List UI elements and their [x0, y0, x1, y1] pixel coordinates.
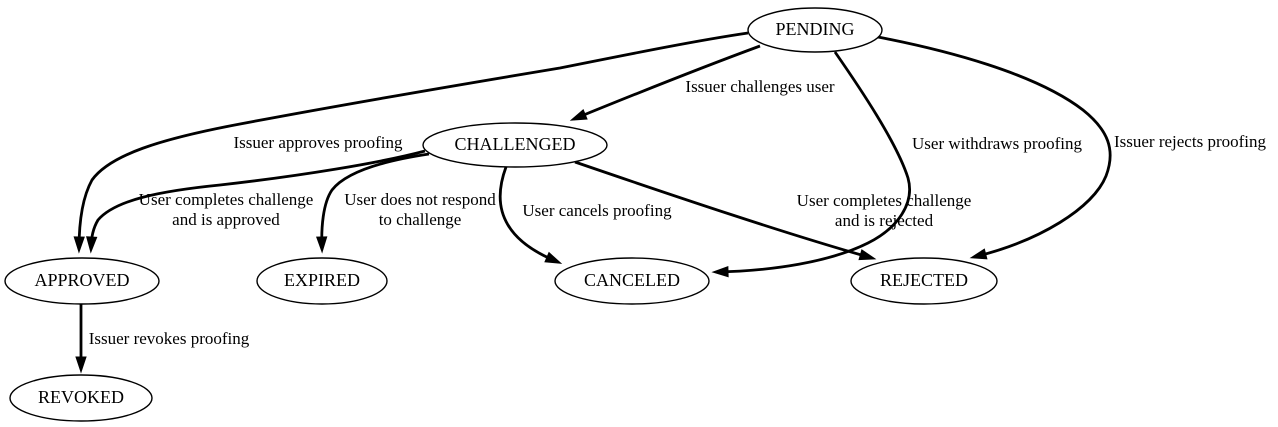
edge-label-pending-canceled: User withdraws proofing	[912, 134, 1082, 153]
edge-label-challenged-expired-line1: User does not respond	[344, 190, 496, 209]
edge-pending-challenged: Issuer challenges user	[569, 44, 835, 121]
edge-label-approved-revoked: Issuer revokes proofing	[89, 329, 250, 348]
arrowhead-pending-canceled	[711, 265, 729, 278]
arrowhead-pending-challenged	[569, 109, 588, 121]
arrowhead-pending-rejected	[969, 248, 988, 260]
edge-pending-canceled: User withdraws proofing	[711, 51, 1082, 278]
node-label-challenged: CHALLENGED	[455, 134, 576, 154]
edge-line-challenged-rejected	[574, 160, 873, 260]
edge-line-challenged-approved	[89, 149, 426, 250]
edge-label-challenged-approved-line2: and is approved	[172, 210, 280, 229]
edge-line-challenged-expired	[320, 152, 430, 250]
node-ellipse-approved	[4, 257, 160, 305]
node-expired: EXPIRED	[256, 257, 388, 305]
node-ellipse-revoked	[9, 374, 153, 422]
node-label-approved: APPROVED	[34, 270, 129, 290]
edge-label-challenged-canceled: User cancels proofing	[522, 201, 672, 220]
edge-line-pending-rejected	[877, 35, 1112, 259]
node-label-canceled: CANCELED	[584, 270, 680, 290]
node-label-pending: PENDING	[776, 19, 855, 39]
edge-pending-rejected: Issuer rejects proofing	[877, 35, 1267, 260]
node-ellipse-rejected	[850, 257, 998, 305]
edge-approved-revoked: Issuer revokes proofing	[75, 304, 250, 374]
edge-label-pending-challenged: Issuer challenges user	[685, 77, 835, 96]
node-label-revoked: REVOKED	[38, 387, 124, 407]
edge-line-pending-canceled	[715, 51, 911, 274]
edge-label-challenged-expired-line2: to challenge	[379, 210, 462, 229]
edge-line-pending-challenged	[573, 44, 761, 121]
arrowhead-challenged-rejected	[858, 249, 877, 261]
arrowhead-challenged-approved	[86, 236, 98, 254]
edge-pending-approved: Issuer approves proofing	[73, 31, 749, 254]
edge-challenged-canceled: User cancels proofing	[498, 166, 672, 264]
node-ellipse-canceled	[554, 257, 710, 305]
arrowhead-challenged-canceled	[544, 251, 563, 264]
arrowhead-approved-revoked	[75, 356, 87, 374]
node-revoked: REVOKED	[9, 374, 153, 422]
edge-label-pending-rejected: Issuer rejects proofing	[1114, 132, 1267, 151]
node-challenged: CHALLENGED	[422, 122, 608, 168]
node-ellipse-expired	[256, 257, 388, 305]
edge-label-pending-approved: Issuer approves proofing	[233, 133, 403, 152]
edge-line-pending-approved	[77, 31, 749, 250]
node-rejected: REJECTED	[850, 257, 998, 305]
node-canceled: CANCELED	[554, 257, 710, 305]
node-pending: PENDING	[747, 7, 883, 53]
node-approved: APPROVED	[4, 257, 160, 305]
node-ellipse-pending	[747, 7, 883, 53]
arrowhead-challenged-expired	[316, 236, 328, 254]
edge-label-challenged-approved-line1: User completes challenge	[139, 190, 314, 209]
edge-label-challenged-rejected-line1: User completes challenge	[797, 191, 972, 210]
node-ellipse-challenged	[422, 122, 608, 168]
arrowhead-pending-approved	[73, 236, 85, 254]
node-label-rejected: REJECTED	[880, 270, 968, 290]
edge-label-challenged-rejected-line2: and is rejected	[835, 211, 934, 230]
node-label-expired: EXPIRED	[284, 270, 360, 290]
edge-line-challenged-canceled	[498, 166, 559, 264]
